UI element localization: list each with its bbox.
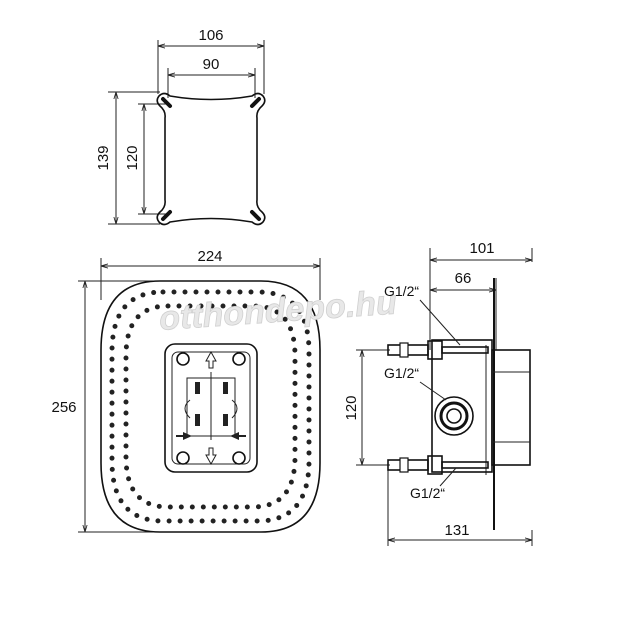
valve-screw-br <box>232 451 246 465</box>
rosette-dot-ring-inner <box>123 303 298 510</box>
plate-slot-br <box>250 210 261 221</box>
valve-screw-bl <box>176 451 190 465</box>
thread-label-top: G1/2“ <box>384 283 419 299</box>
rosette-dot-ring-outer <box>109 289 312 524</box>
rosette-outline <box>100 280 321 533</box>
mounting-plate-outline <box>156 92 266 226</box>
valve-screw-tr <box>232 352 246 366</box>
outlet-outer-ring <box>434 396 474 436</box>
plate-slot-bl <box>161 210 172 221</box>
valve-screw-tl <box>176 352 190 366</box>
dim-side-length: 131 <box>444 522 469 539</box>
flow-arrow-up-icon <box>205 350 217 369</box>
side-view: 101 66 120 131 G1/2“ <box>343 240 533 546</box>
plate-slot-tl <box>161 97 172 108</box>
side-mounting-block <box>491 349 531 466</box>
dim-plate-width-inner: 90 <box>203 56 220 73</box>
dim-plate-height-inner: 120 <box>124 145 141 170</box>
valve-body <box>164 343 258 473</box>
thread-label-middle: G1/2“ <box>384 365 419 381</box>
outlet-inner-ring <box>446 408 462 424</box>
plate-slot-tr <box>250 97 261 108</box>
dim-side-spacing: 120 <box>343 395 360 420</box>
flow-arrow-down-icon <box>205 447 217 466</box>
flow-arrow-right-icon <box>176 432 192 440</box>
dim-side-depth-body: 66 <box>455 270 472 287</box>
dim-side-depth-total: 101 <box>469 240 494 257</box>
dim-front-width: 224 <box>197 248 222 265</box>
dim-front-height: 256 <box>51 399 76 416</box>
dim-plate-height-outer: 139 <box>95 145 112 170</box>
flow-arrow-left-icon <box>230 432 246 440</box>
mounting-plate-view: 106 90 139 120 <box>95 27 266 226</box>
thread-label-bottom: G1/2“ <box>410 485 445 501</box>
dim-plate-width-outer: 106 <box>198 27 223 44</box>
front-view: 224 256 <box>51 248 321 533</box>
